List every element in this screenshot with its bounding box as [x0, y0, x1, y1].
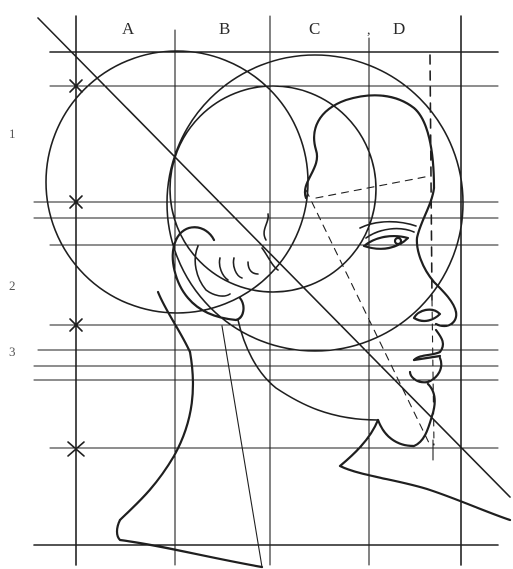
- cranium-circle-front: [167, 55, 463, 351]
- column-label-b: B: [219, 19, 230, 38]
- row-label-3: 3: [9, 344, 16, 359]
- construction-circles: [46, 51, 463, 351]
- neck-back-line: [120, 352, 193, 520]
- column-label-tick: ,: [367, 23, 371, 38]
- shoulder-line: [117, 520, 262, 567]
- row-label-2: 2: [9, 278, 16, 293]
- eye-pupil: [395, 238, 401, 244]
- back-of-head: [158, 292, 190, 352]
- row-label-1: 1: [9, 126, 16, 141]
- column-label-a: A: [122, 19, 135, 38]
- column-label-d: D: [393, 19, 405, 38]
- jaw-line: [238, 320, 378, 420]
- diagonal-guide-line: [38, 18, 510, 497]
- forehead-nose-profile: [417, 188, 456, 312]
- dashed-face-vertical: [430, 55, 432, 300]
- neck-center-line: [222, 326, 262, 567]
- nostril: [414, 310, 440, 321]
- dashed-brow-line: [316, 176, 430, 198]
- dashed-lower-vertical: [432, 300, 434, 445]
- ear-contour-marks: [219, 258, 258, 280]
- column-label-c: C: [309, 19, 320, 38]
- head-profile: [158, 95, 456, 446]
- cranium-circle-middle: [170, 86, 376, 292]
- lower-lip: [410, 358, 441, 382]
- neck-and-shoulders: [96, 326, 510, 567]
- ear-inner: [195, 246, 230, 296]
- cranium-circle-back: [46, 51, 308, 313]
